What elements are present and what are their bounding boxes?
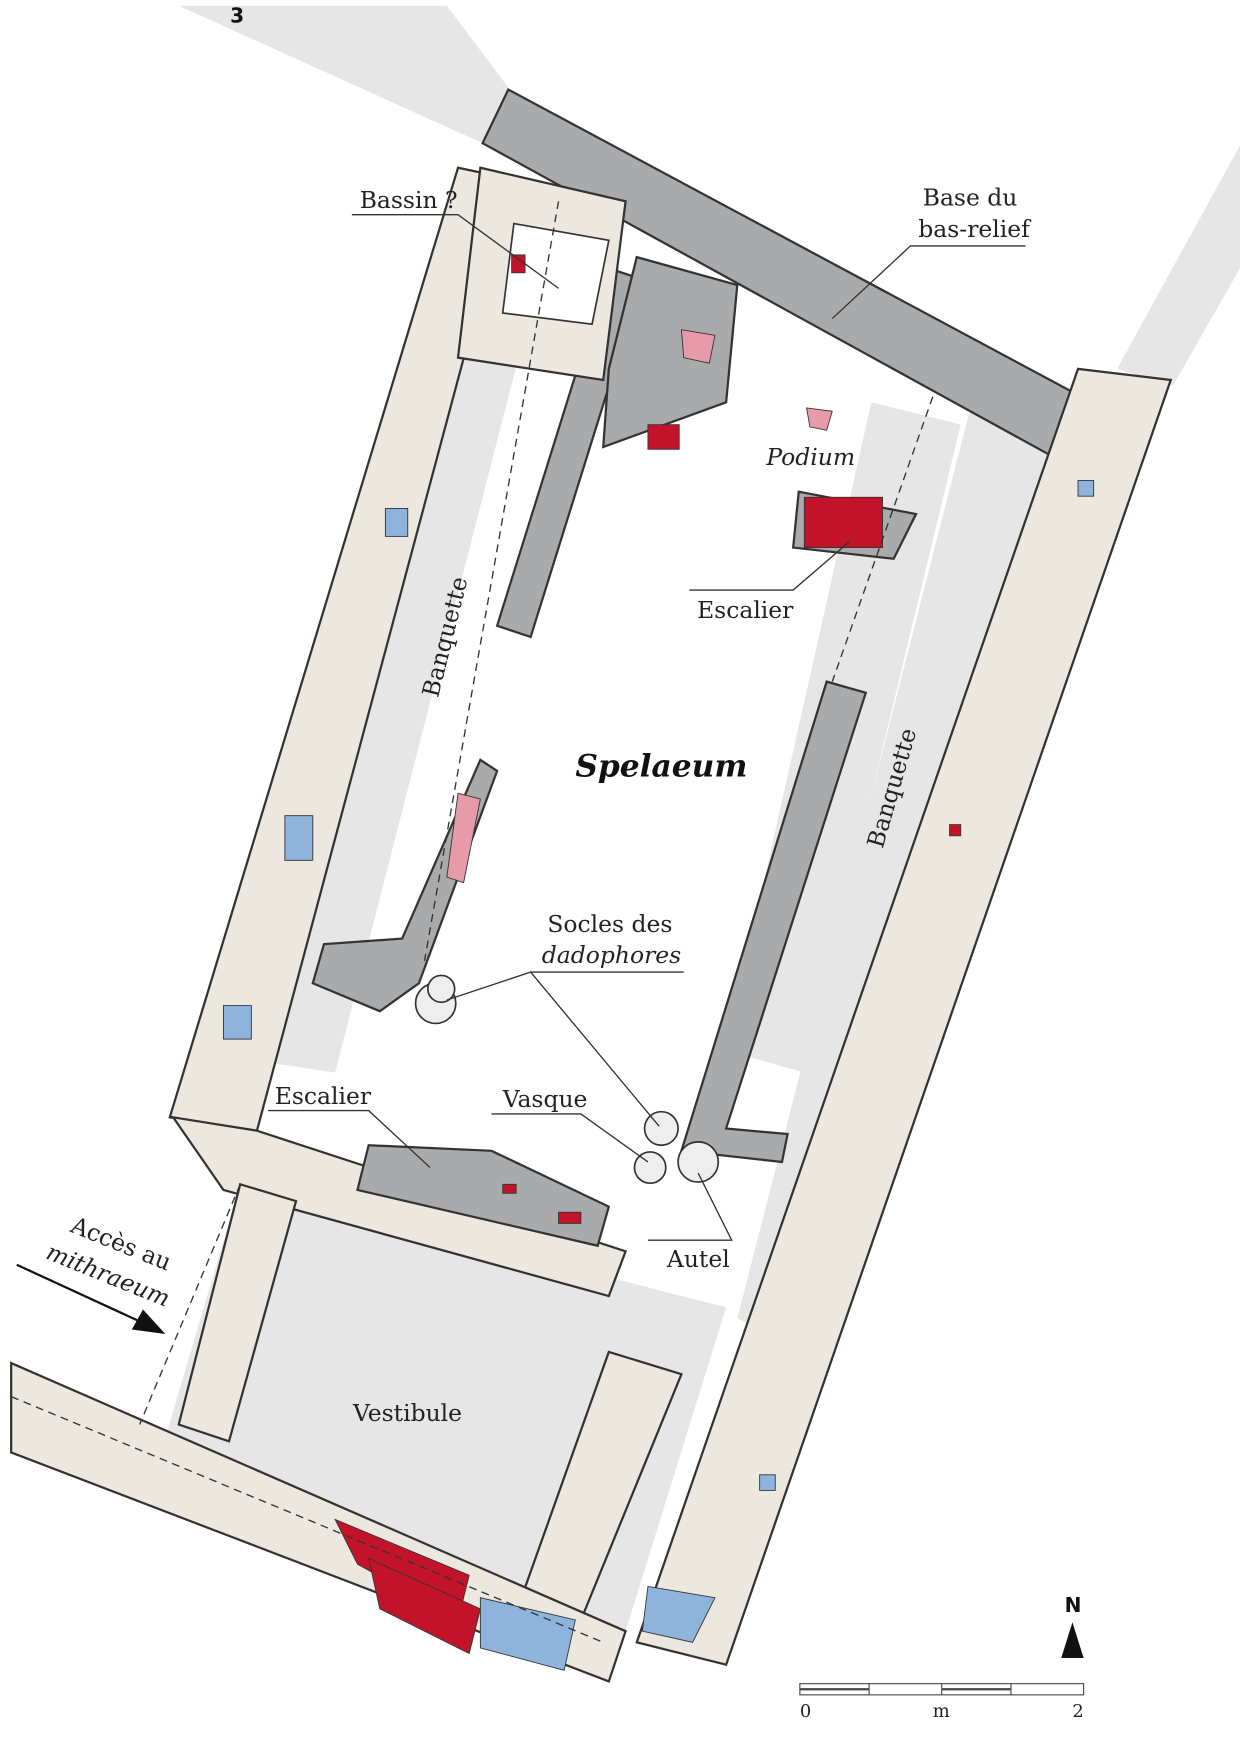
south-wall — [10, 1361, 627, 1683]
scale-start: 0 — [800, 1701, 811, 1722]
label-bassin: Bassin ? — [360, 186, 458, 214]
north-label: N — [1065, 1593, 1082, 1617]
label-vasque: Vasque — [502, 1085, 588, 1113]
label-escalier-south: Escalier — [275, 1082, 372, 1110]
vestibule-west-limit — [139, 1184, 241, 1425]
north-arrow-icon — [1061, 1622, 1084, 1658]
access-arrow-icon — [16, 1263, 166, 1335]
label-socles-line2: dadophores — [542, 941, 681, 969]
scale-bar — [799, 1683, 1085, 1696]
vestibule-west-wall — [177, 1182, 298, 1443]
leader-base — [831, 245, 1026, 320]
label-vestibule: Vestibule — [352, 1399, 462, 1427]
label-autel: Autel — [666, 1245, 730, 1273]
banquette-east-limit — [831, 396, 934, 682]
label-podium: Podium — [765, 443, 855, 471]
north-street — [178, 5, 509, 144]
leader-escalier-south — [268, 1109, 431, 1169]
label-socles-line1: Socles des — [547, 910, 672, 938]
label-base-line2: bas-relief — [918, 215, 1032, 243]
west-banquette — [262, 190, 559, 1073]
leader-socles-1 — [446, 971, 684, 1001]
scale-unit: m — [933, 1701, 950, 1722]
pink-stones — [446, 329, 833, 884]
label-escalier-north: Escalier — [697, 596, 794, 624]
leader-socles-2 — [530, 971, 660, 1127]
socles-and-altar — [414, 974, 720, 1185]
south-spelaeum-wall — [170, 1115, 628, 1298]
west-banquette-wall — [311, 758, 499, 1013]
northeast-street — [1117, 145, 1240, 386]
leader-autel — [647, 1172, 733, 1241]
bassin — [501, 222, 610, 326]
leader-vasque — [491, 1113, 649, 1163]
blue-stones — [222, 480, 1095, 1671]
east-wall — [635, 367, 1173, 1667]
leader-bassin — [351, 213, 559, 289]
scale-end: 2 — [1072, 1701, 1083, 1722]
label-spelaeum: Spelaeum — [575, 749, 747, 785]
label-base-line1: Base du — [923, 184, 1018, 212]
figure-number: 3 — [230, 4, 244, 28]
leader-escalier-north — [689, 541, 850, 591]
escalier-south — [356, 1144, 611, 1248]
